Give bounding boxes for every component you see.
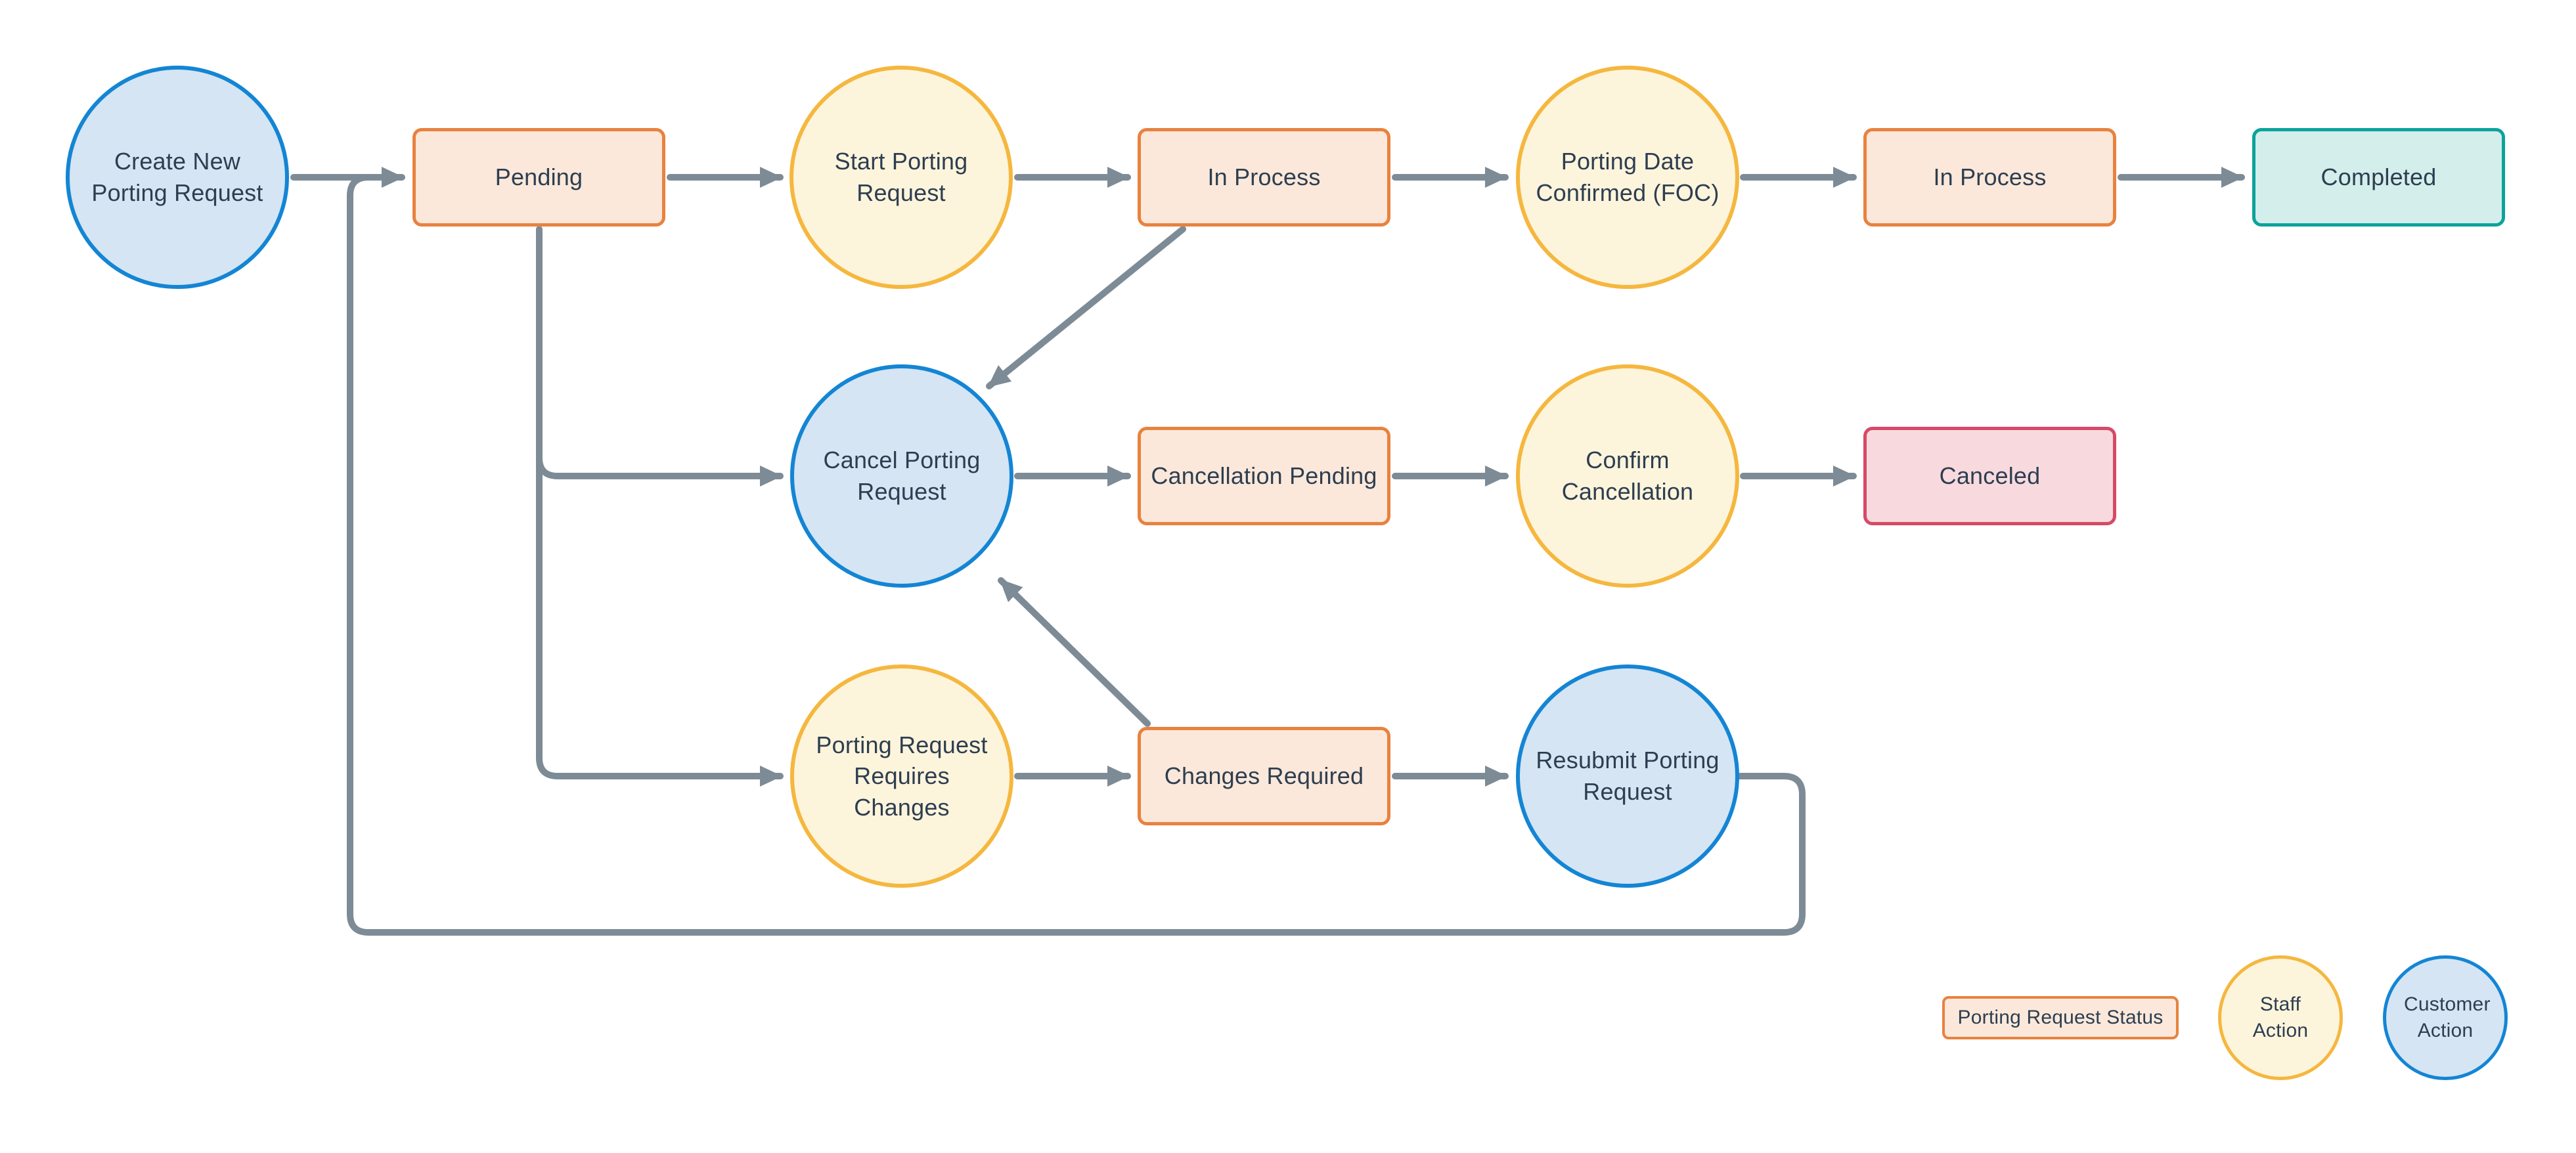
node-changes-required[interactable]: Changes Required (1138, 727, 1390, 825)
node-cancel-porting-request[interactable]: Cancel Porting Request (790, 364, 1013, 588)
node-create-new-porting-request[interactable]: Create New Porting Request (66, 66, 289, 289)
arrow-pending-to-requires-changes (536, 226, 784, 787)
arrow-in-process-to-cancel (986, 226, 1186, 389)
node-start-porting-request[interactable]: Start Porting Request (789, 66, 1013, 289)
node-label: Porting Date Confirmed (FOC) (1536, 148, 1720, 206)
node-porting-request-requires-changes[interactable]: Porting Request Requires Changes (790, 664, 1013, 888)
node-confirm-cancellation[interactable]: Confirm Cancellation (1516, 364, 1739, 588)
node-label: Pending (495, 163, 583, 191)
node-label: Cancel Porting Request (823, 446, 981, 505)
legend-porting-request-status[interactable]: Porting Request Status (1942, 996, 2179, 1039)
node-label: Porting Request Requires Changes (816, 731, 988, 821)
node-resubmit-porting-request[interactable]: Resubmit Porting Request (1516, 664, 1739, 888)
node-label: Resubmit Porting Request (1536, 747, 1720, 805)
legend-label: Staff Action (2252, 993, 2309, 1041)
node-label: Confirm Cancellation (1561, 446, 1694, 505)
arrow-pending-to-cancel (536, 454, 784, 487)
legend-label: Customer Action (2404, 993, 2491, 1041)
node-porting-date-confirmed-foc[interactable]: Porting Date Confirmed (FOC) (1516, 66, 1739, 289)
node-completed[interactable]: Completed (2252, 128, 2505, 227)
node-in-process-1[interactable]: In Process (1138, 128, 1390, 227)
node-label: Canceled (1939, 462, 2041, 490)
node-pending[interactable]: Pending (412, 128, 665, 227)
legend-customer-action[interactable]: Customer Action (2383, 955, 2508, 1080)
node-label: In Process (1207, 163, 1321, 191)
node-label: Cancellation Pending (1151, 462, 1377, 490)
node-label: Completed (2321, 163, 2437, 191)
node-label: Create New Porting Request (91, 148, 263, 206)
node-label: Changes Required (1164, 762, 1364, 790)
node-canceled[interactable]: Canceled (1863, 427, 2116, 525)
arrow-changes-required-to-cancel (998, 577, 1151, 727)
node-cancellation-pending[interactable]: Cancellation Pending (1138, 427, 1390, 525)
legend-staff-action[interactable]: Staff Action (2218, 955, 2343, 1080)
arrow-resubmit-loop-to-pending (347, 174, 1806, 936)
node-in-process-2[interactable]: In Process (1863, 128, 2116, 227)
node-label: In Process (1933, 163, 2047, 191)
node-label: Start Porting Request (834, 148, 968, 206)
legend-label: Porting Request Status (1957, 1007, 2164, 1029)
